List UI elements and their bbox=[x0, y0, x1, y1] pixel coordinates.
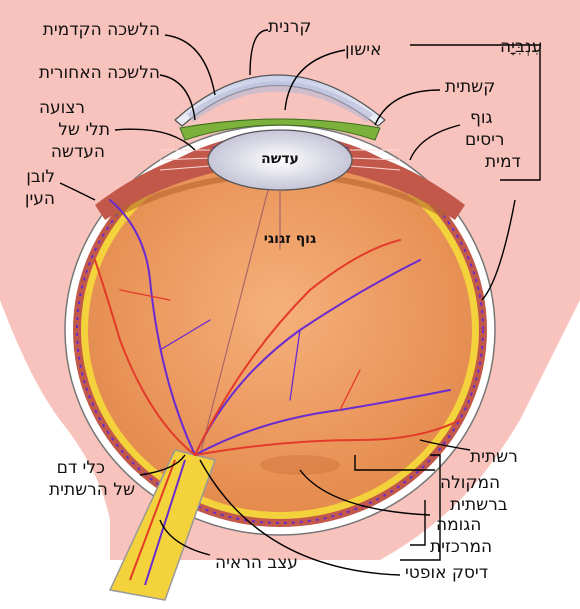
label-uvea: עִנְבִּיָה bbox=[500, 37, 542, 57]
label-retina: רשתית bbox=[470, 447, 518, 467]
label-ciliary-2: ריסים bbox=[465, 130, 505, 150]
label-optic-disc: דיסק אופטי bbox=[405, 563, 488, 583]
label-optic-nerve: עצב הראיה bbox=[215, 553, 298, 573]
label-vessels-1: כלי דם bbox=[57, 458, 105, 478]
label-lens: עדשה bbox=[261, 151, 299, 167]
label-choroid: דמית bbox=[485, 152, 521, 172]
retinal-vessels bbox=[94, 199, 461, 456]
label-vessels-2: של הרשתית bbox=[49, 480, 135, 500]
zonule-fibers bbox=[159, 149, 401, 171]
label-ciliary-1: גוף bbox=[470, 108, 493, 128]
ciliary-body bbox=[95, 140, 465, 220]
upper-skin bbox=[0, 0, 580, 240]
iris bbox=[179, 118, 381, 141]
skin-edge-right bbox=[380, 300, 580, 570]
label-anterior-chamber: הלשכה הקדמית bbox=[43, 20, 160, 40]
label-sclera-2: העין bbox=[25, 189, 55, 209]
label-sclera-1: לובן bbox=[26, 167, 55, 187]
label-fovea-1: הגומה bbox=[436, 515, 481, 535]
label-cornea: קרנית bbox=[268, 17, 311, 37]
label-vitreous: גוף זגוגי bbox=[264, 231, 316, 247]
label-zonular-3: העדשה bbox=[51, 142, 105, 162]
label-zonular-1: רצועה bbox=[39, 98, 85, 118]
skin-edge-left bbox=[0, 300, 110, 609]
macula bbox=[260, 455, 340, 475]
bracket-lines bbox=[400, 454, 441, 561]
label-fovea-2: המרכזית bbox=[430, 537, 492, 557]
label-pupil: אישון bbox=[345, 40, 381, 60]
label-macula-2: ברשתית bbox=[450, 495, 508, 515]
label-macula-1: המקולה bbox=[440, 473, 500, 493]
leader-lines bbox=[59, 29, 541, 576]
hyaloid-canal bbox=[199, 189, 269, 456]
vitreous-body bbox=[88, 148, 472, 512]
label-iris: קשתית bbox=[445, 77, 495, 97]
label-zonular-2: תלי של bbox=[58, 120, 110, 140]
label-posterior-chamber: הלשכה האחורית bbox=[39, 63, 160, 83]
